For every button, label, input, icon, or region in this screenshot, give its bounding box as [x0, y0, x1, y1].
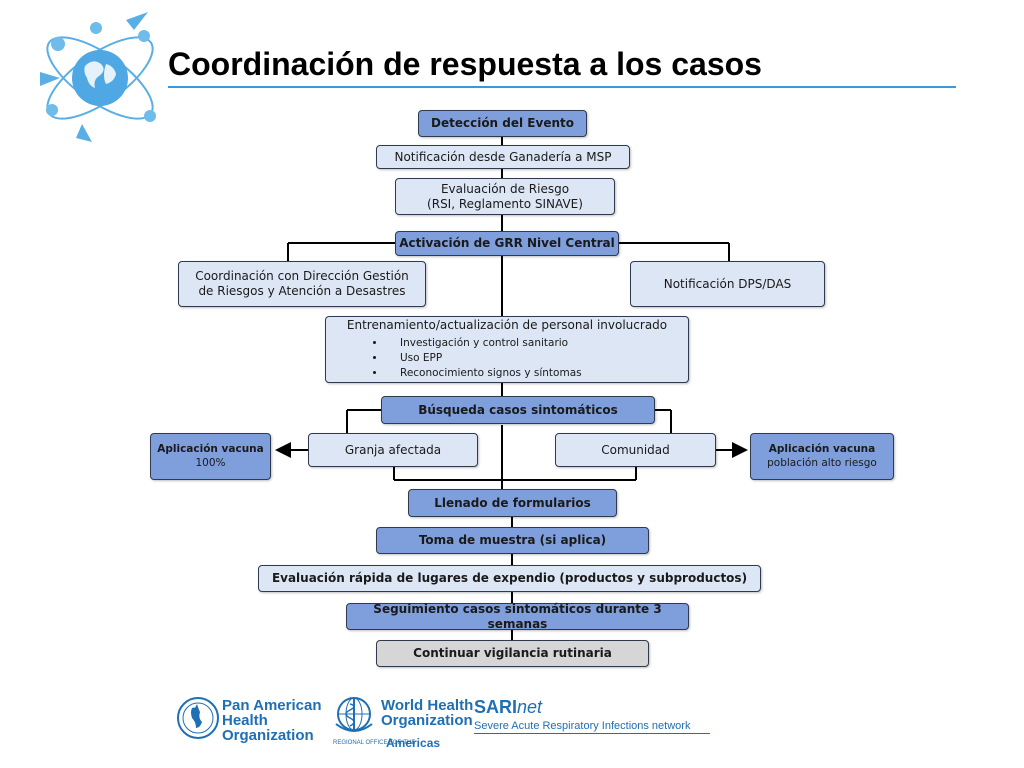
vacuna-granja-title: Aplicación vacuna: [157, 443, 264, 456]
box-evaluacion-riesgo: Evaluación de Riesgo (RSI, Reglamento SI…: [395, 178, 615, 215]
who-regional-label: REGIONAL OFFICE FOR THE: [333, 740, 416, 746]
vacuna-granja-subtitle: 100%: [195, 456, 226, 469]
coordinacion-line1: Coordinación con Dirección Gestión: [195, 269, 409, 283]
page-title: Coordinación de respuesta a los casos: [168, 46, 762, 82]
paho-name: Pan American Health Organization: [222, 698, 322, 743]
title-underline: [168, 86, 956, 88]
entrenamiento-list: Investigación y control sanitario Uso EP…: [340, 336, 582, 382]
paho-line3: Organization: [222, 727, 314, 744]
box-activacion-grr: Activación de GRR Nivel Central: [395, 231, 619, 256]
box-notificacion-dps: Notificación DPS/DAS: [630, 261, 825, 307]
box-vacuna-comunidad: Aplicación vacuna población alto riesgo: [750, 433, 894, 480]
entrenamiento-item: Reconocimiento signos y síntomas: [386, 366, 582, 381]
sarinet-tagline: Severe Acute Respiratory Infections netw…: [474, 720, 691, 732]
sarinet-underline: [474, 733, 710, 734]
who-line2: Organization: [381, 712, 473, 729]
evaluacion-line1: Evaluación de Riesgo: [440, 181, 570, 196]
box-toma-muestra: Toma de muestra (si aplica): [376, 527, 649, 554]
box-notificacion-msp: Notificación desde Ganadería a MSP: [376, 145, 630, 169]
sarinet-name-italic: net: [517, 697, 543, 717]
evaluacion-line2: (RSI, Reglamento SINAVE): [427, 196, 583, 211]
vacuna-comunidad-subtitle: población alto riesgo: [767, 456, 877, 469]
who-line1: World Health: [381, 697, 474, 714]
box-granja-afectada: Granja afectada: [308, 433, 478, 467]
coordinacion-line2: de Riesgos y Atención a Desastres: [198, 284, 406, 298]
paho-emblem-icon: [177, 697, 219, 739]
who-name: World Health Organization: [381, 698, 473, 728]
box-continuar-vigilancia: Continuar vigilancia rutinaria: [376, 640, 649, 667]
globe-people-icon: [40, 12, 156, 142]
box-busqueda-casos: Búsqueda casos sintomáticos: [381, 396, 655, 424]
box-llenado-formularios: Llenado de formularios: [408, 489, 617, 517]
box-entrenamiento: Entrenamiento/actualización de personal …: [325, 316, 689, 383]
vacuna-comunidad-title: Aplicación vacuna: [768, 443, 876, 456]
who-emblem-icon: [335, 697, 373, 732]
entrenamiento-title: Entrenamiento/actualización de personal …: [346, 317, 668, 332]
sarinet-name-bold: SARI: [474, 697, 518, 717]
entrenamiento-item: Uso EPP: [386, 351, 582, 366]
box-deteccion-evento: Detección del Evento: [418, 110, 587, 137]
box-coordinacion-riesgos: Coordinación con Dirección Gestión de Ri…: [178, 261, 426, 307]
paho-line2: Health: [222, 712, 268, 729]
entrenamiento-item: Investigación y control sanitario: [386, 336, 582, 351]
sarinet-name: SARInet: [474, 697, 542, 718]
paho-line1: Pan American: [222, 697, 322, 714]
box-seguimiento: Seguimiento casos sintomáticos durante 3…: [346, 602, 689, 631]
box-comunidad: Comunidad: [555, 433, 716, 467]
who-region: Americas: [386, 736, 441, 750]
box-vacuna-granja: Aplicación vacuna 100%: [150, 433, 271, 480]
box-evaluacion-rapida: Evaluación rápida de lugares de expendio…: [258, 565, 761, 592]
